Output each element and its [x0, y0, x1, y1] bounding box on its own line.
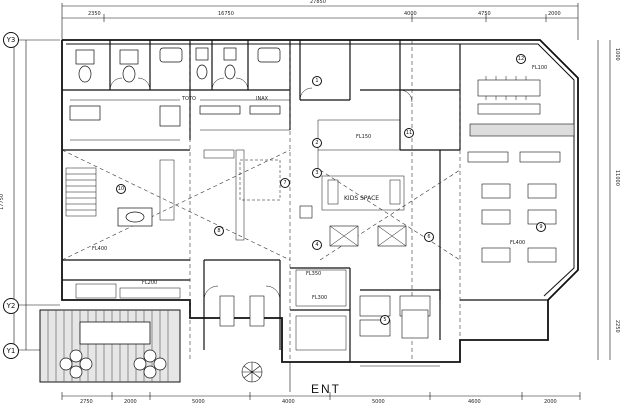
room-marker-12: 12: [516, 54, 526, 64]
room-marker-10: 10: [116, 184, 126, 194]
dim-top-seg-3: 4000: [404, 11, 417, 17]
dim-top-seg-4: 4750: [478, 11, 491, 17]
label-fl100: FL100: [532, 65, 548, 71]
dim-bottom-seg-5: 5000: [372, 399, 385, 405]
label-fl400: FL400: [92, 246, 108, 252]
dim-bottom-seg-4: 4000: [282, 399, 295, 405]
label-inax: INAX: [256, 96, 269, 102]
room-marker-9: 9: [536, 222, 546, 232]
label-kids-space: KIDS SPACE: [344, 195, 380, 202]
label-toto: TOTO: [182, 96, 196, 102]
grid-tag-y3: Y3: [3, 32, 19, 48]
dim-right-upper: 1000: [614, 48, 620, 61]
grid-tag-y2: Y2: [3, 298, 19, 314]
room-marker-6: 6: [424, 232, 434, 242]
room-marker-8: 8: [214, 226, 224, 236]
entrance-label: ENT: [311, 382, 341, 396]
label-fl150: FL150: [356, 134, 372, 140]
dim-bottom-seg-6: 4600: [468, 399, 481, 405]
dim-bottom-seg-2: 2000: [124, 399, 137, 405]
room-marker-11: 11: [404, 128, 414, 138]
dim-bottom-seg-3: 5000: [192, 399, 205, 405]
dim-top-seg-5: 2000: [548, 11, 561, 17]
dim-bottom-seg-7: 2000: [544, 399, 557, 405]
room-marker-3: 3: [312, 168, 322, 178]
dim-right-lower: 2250: [614, 320, 620, 333]
dim-top-seg-1: 2350: [88, 11, 101, 17]
dim-left-total: 17750: [0, 194, 5, 210]
label-fl400-cafe: FL400: [510, 240, 526, 246]
room-marker-1: 1: [312, 76, 322, 86]
dim-right-total: 11000: [614, 170, 620, 186]
dim-bottom-seg-1: 2750: [80, 399, 93, 405]
room-marker-4: 4: [312, 240, 322, 250]
room-marker-2: 2: [312, 138, 322, 148]
room-marker-7: 7: [280, 178, 290, 188]
label-fl200: FL200: [142, 280, 158, 286]
grid-tag-y1: Y1: [3, 343, 19, 359]
label-fl350: FL350: [306, 271, 322, 277]
room-marker-5: 5: [380, 315, 390, 325]
label-fl300: FL300: [312, 295, 328, 301]
dim-top-seg-2: 16750: [218, 11, 234, 17]
dim-top-total: 27850: [310, 0, 326, 5]
